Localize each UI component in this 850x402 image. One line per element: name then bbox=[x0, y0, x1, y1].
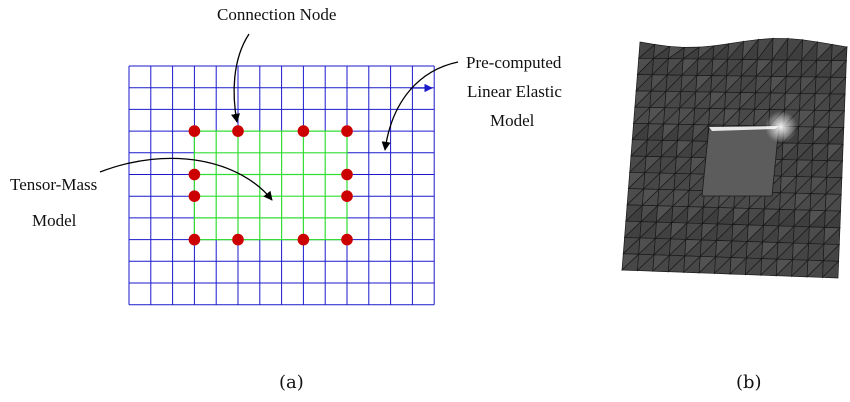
panel-b-deformed-mesh: (b) bbox=[621, 37, 848, 393]
specular-highlight bbox=[765, 111, 797, 143]
tensor-region-background bbox=[194, 131, 347, 240]
tensor-mass-label-line2: Model bbox=[32, 211, 77, 230]
tensor-mass-label-line1: Tensor-Mass bbox=[10, 175, 97, 194]
connection-node bbox=[188, 233, 201, 246]
caption-b: (b) bbox=[736, 372, 762, 393]
linear-elastic-label-line3: Model bbox=[490, 111, 535, 130]
connection-node-arrow bbox=[231, 33, 250, 123]
connection-node bbox=[232, 125, 244, 137]
connection-node bbox=[341, 125, 353, 137]
connection-node bbox=[232, 233, 244, 246]
mesh-triangle bbox=[821, 260, 840, 279]
linear-elastic-label-line1: Pre-computed bbox=[466, 53, 562, 72]
linear-elastic-label-line2: Linear Elastic bbox=[467, 82, 562, 101]
connection-node bbox=[341, 168, 353, 181]
block-highlight-edge bbox=[709, 126, 779, 131]
connection-node bbox=[188, 125, 201, 137]
connection-node bbox=[297, 233, 310, 246]
connection-node bbox=[341, 233, 353, 246]
indenter-block bbox=[701, 111, 797, 197]
connection-node bbox=[297, 125, 310, 137]
panel-a-grid-diagram: Connection Node Pre-computed Linear Elas… bbox=[10, 5, 562, 393]
caption-a: (a) bbox=[279, 372, 304, 393]
tensor-mass-arrow bbox=[99, 157, 273, 201]
connection-node-label: Connection Node bbox=[217, 5, 336, 24]
connection-node bbox=[188, 168, 201, 181]
linear-elastic-arrow bbox=[381, 61, 459, 151]
tensor-mass-grid bbox=[193, 130, 348, 241]
linear-elastic-grid bbox=[128, 65, 435, 306]
connection-node bbox=[341, 190, 353, 202]
block-face bbox=[701, 125, 780, 197]
connection-nodes bbox=[188, 125, 353, 246]
connection-node bbox=[188, 190, 201, 202]
